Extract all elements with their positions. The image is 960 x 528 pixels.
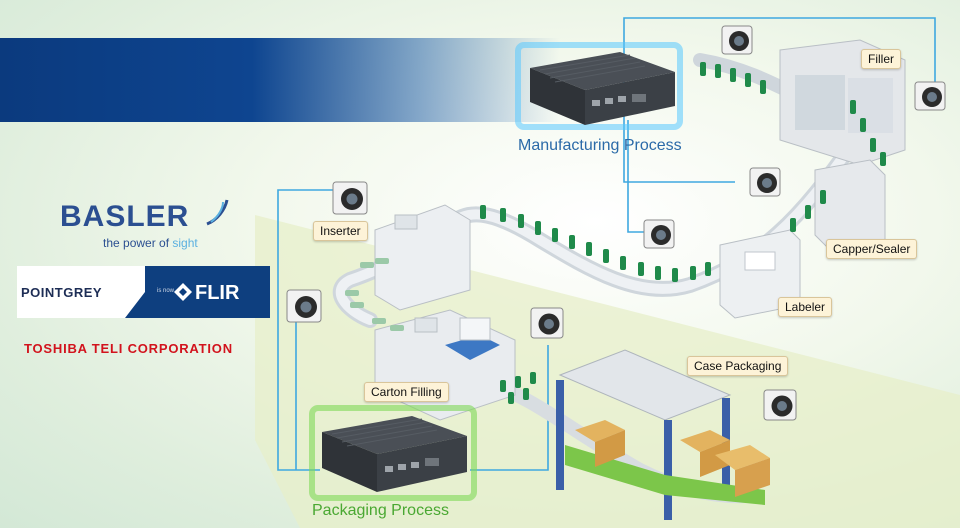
station-label-capper-sealer: Capper/Sealer [826, 239, 918, 259]
pointgrey-isnow-text: is now [157, 288, 175, 294]
basler-tagline: the power of sight [103, 236, 198, 250]
basler-tagline-highlight: sight [172, 236, 198, 250]
bottles [480, 62, 886, 404]
camera-icon [530, 307, 564, 339]
embedded-pc-icon [309, 405, 477, 501]
camera-icon [749, 167, 781, 197]
pointgrey-flir-logo: POINTGREY is now FLIR [17, 266, 270, 318]
toshiba-teli-logo: TOSHIBA TELI CORPORATION [24, 341, 233, 356]
cameras [286, 25, 946, 421]
packaging-process-title: Packaging Process [312, 502, 449, 519]
labeler-machine [719, 229, 801, 319]
manufacturing-process-title: Manufacturing Process [518, 137, 682, 154]
camera-icon [286, 289, 322, 323]
embedded-pc-icon [515, 42, 683, 130]
camera-icon [721, 25, 753, 55]
filler-machine [779, 39, 906, 166]
camera-icon [914, 81, 946, 111]
flir-wordmark: FLIR [195, 282, 240, 304]
station-label-case-packaging: Case Packaging [687, 356, 789, 376]
capper-machine [814, 159, 886, 251]
bottle-icon [700, 62, 706, 76]
station-label-filler: Filler [861, 49, 901, 69]
inserter-machine [374, 204, 471, 311]
camera-icon [643, 219, 675, 249]
station-label-labeler: Labeler [778, 297, 833, 317]
case-packaging-machine [556, 349, 770, 520]
camera-icon [763, 389, 797, 421]
camera-icon [332, 181, 368, 215]
station-label-carton-filling: Carton Filling [364, 382, 449, 402]
basler-swoosh-icon [206, 199, 229, 226]
basler-wordmark: BASLER [60, 200, 190, 233]
flir-diamond-icon [174, 283, 192, 301]
pointgrey-wordmark: POINTGREY [21, 285, 103, 300]
lying-bottles [345, 258, 404, 331]
station-label-inserter: Inserter [313, 221, 368, 241]
header-banner [0, 38, 560, 122]
